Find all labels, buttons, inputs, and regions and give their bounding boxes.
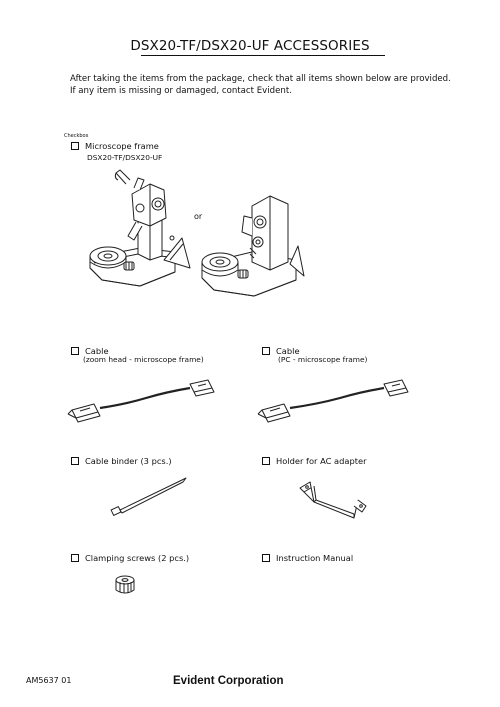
microscope-frame-uf-illustration — [201, 195, 305, 297]
item-label-cable-binder: Cable binder (3 pcs.) — [85, 456, 172, 466]
item-label-cable-pc: Cable — [276, 346, 300, 356]
intro-text: After taking the items from the package,… — [70, 73, 480, 97]
checkbox-ac-holder[interactable] — [262, 457, 270, 465]
cable-illustration — [67, 379, 215, 423]
cable-illustration — [257, 379, 409, 423]
company-brand: Evident Corporation — [173, 675, 284, 687]
item-label-instruction-manual: Instruction Manual — [276, 553, 354, 563]
intro-line-1: After taking the items from the package,… — [70, 74, 451, 84]
document-code: AM5637 01 — [26, 676, 72, 685]
checkbox-clamping-screws[interactable] — [71, 554, 79, 562]
title-underline — [141, 55, 385, 56]
page-title: DSX20-TF/DSX20-UF ACCESSORIES — [130, 38, 370, 54]
cable-binder-illustration — [110, 477, 187, 516]
checkbox-cable-binder[interactable] — [71, 457, 79, 465]
checkbox-cable-zoom[interactable] — [71, 347, 79, 355]
item-label-ac-holder: Holder for AC adapter — [276, 456, 367, 466]
checkbox-instruction-manual[interactable] — [262, 554, 270, 562]
item-sublabel-cable-pc: (PC - microscope frame) — [278, 355, 368, 364]
item-sublabel-microscope-frame: DSX20-TF/DSX20-UF — [87, 153, 163, 162]
ac-adapter-holder-illustration — [299, 481, 367, 519]
item-label-microscope-frame: Microscope frame — [85, 141, 159, 151]
checkbox-cable-pc[interactable] — [262, 347, 270, 355]
checkbox-microscope-frame[interactable] — [71, 142, 79, 150]
microscope-frame-tf-illustration — [89, 169, 191, 287]
checkbox-caption: Checkbox — [64, 133, 89, 139]
intro-line-2: If any item is missing or damaged, conta… — [70, 86, 292, 96]
item-sublabel-cable-zoom: (zoom head - microscope frame) — [83, 355, 204, 364]
item-label-clamping-screws: Clamping screws (2 pcs.) — [85, 553, 190, 563]
item-label-cable-zoom: Cable — [85, 346, 109, 356]
or-separator: or — [194, 212, 203, 221]
clamping-screw-illustration — [115, 575, 135, 594]
